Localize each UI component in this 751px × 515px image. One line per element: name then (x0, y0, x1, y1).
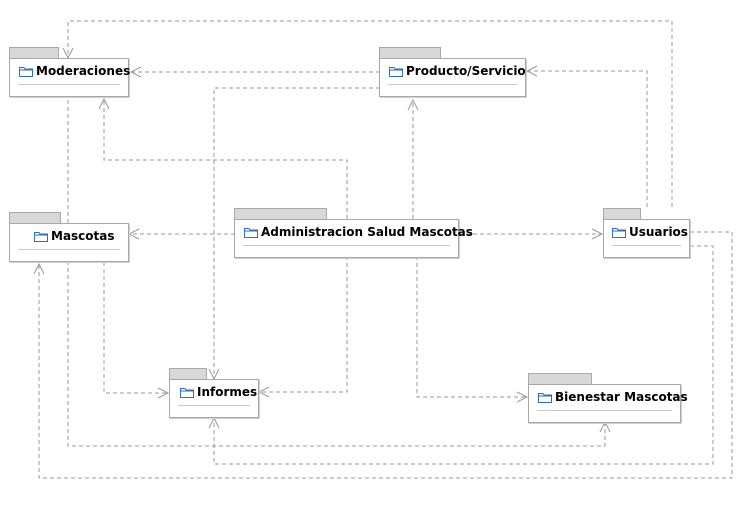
edge-producto-informes (214, 87, 380, 379)
package-body: Producto/Servicio (379, 58, 526, 97)
package-body: Bienestar Mascotas (528, 384, 688, 423)
folder-icon (34, 231, 48, 242)
folder-icon (612, 227, 626, 238)
folder-icon (19, 66, 33, 77)
package-usuarios[interactable]: Usuarios (603, 208, 690, 258)
package-label: Informes (197, 385, 258, 399)
edge-admin-moderaciones (104, 99, 348, 219)
edge-usuarios-mascotas (39, 231, 733, 479)
edge-admin-informes (259, 256, 348, 392)
package-separator (18, 84, 120, 85)
package-tab (603, 208, 641, 219)
package-producto-servicio[interactable]: Producto/Servicio (379, 47, 526, 97)
package-tab (169, 368, 207, 379)
package-separator (388, 84, 517, 85)
package-tab (234, 208, 327, 219)
package-label: Bienestar Mascotas (555, 390, 688, 404)
package-body: Mascotas (9, 223, 129, 262)
package-label: Mascotas (51, 229, 115, 243)
package-label: Moderaciones (36, 64, 131, 78)
folder-icon (538, 392, 552, 403)
package-tab (528, 373, 592, 384)
package-label: Administracion Salud Mascotas (261, 225, 473, 239)
package-label: Usuarios (629, 225, 688, 239)
package-body: Informes (169, 379, 259, 418)
package-body: Usuarios (603, 219, 690, 258)
edge-usuarios-informes (214, 245, 714, 465)
package-administracion-salud-mascotas[interactable]: Administracion Salud Mascotas (234, 208, 473, 258)
package-moderaciones[interactable]: Moderaciones (9, 47, 131, 97)
package-separator (18, 249, 120, 250)
folder-icon (389, 66, 403, 77)
package-bienestar-mascotas[interactable]: Bienestar Mascotas (528, 373, 688, 423)
package-tab (9, 212, 61, 223)
package-informes[interactable]: Informes (169, 368, 259, 418)
package-body: Moderaciones (9, 58, 131, 97)
package-mascotas[interactable]: Mascotas (9, 212, 129, 262)
package-separator (243, 245, 450, 246)
edge-usuarios-moderaciones (68, 20, 673, 207)
package-separator (612, 245, 681, 246)
package-body: Administracion Salud Mascotas (234, 219, 473, 258)
package-label: Producto/Servicio (406, 64, 526, 78)
package-tab (9, 47, 59, 58)
edge-mascotas-informes (103, 262, 168, 393)
edge-moderaciones-bienestar (67, 100, 605, 447)
folder-icon (244, 227, 258, 238)
edge-admin-bienestar (416, 256, 527, 397)
package-tab (379, 47, 441, 58)
edge-usuarios-producto (527, 71, 648, 207)
package-separator (537, 410, 672, 411)
package-separator (178, 405, 250, 406)
folder-icon (180, 387, 194, 398)
